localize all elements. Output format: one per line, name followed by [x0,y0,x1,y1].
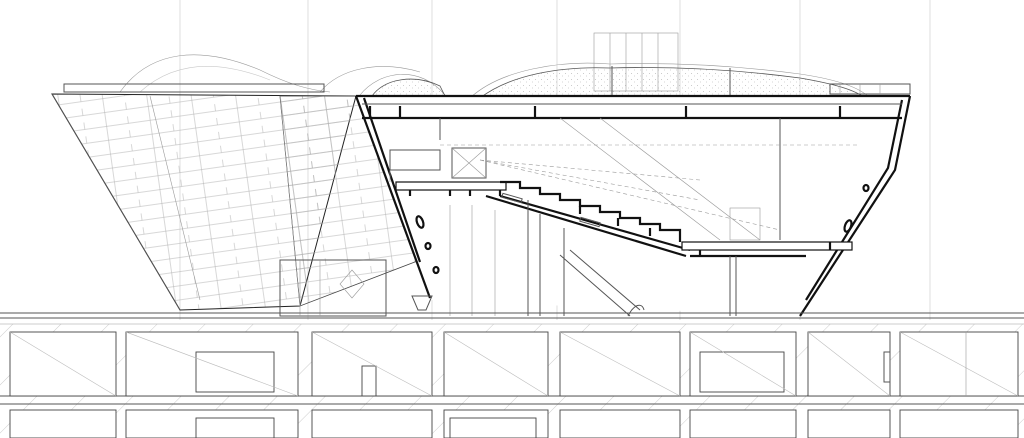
interior-lines [389,117,860,241]
portholes [415,183,870,275]
roof-beams [368,106,842,240]
roof-structures [63,32,911,99]
upper-floor-slab [395,181,507,196]
left-cladding-volume [51,93,421,311]
section-shell [354,94,912,317]
ground-line [0,312,1024,325]
lower-floor-slab [681,241,853,316]
escalator [449,200,645,317]
seating-rake [485,180,691,258]
entrance-box [279,259,433,317]
basement-structure [0,324,1024,438]
